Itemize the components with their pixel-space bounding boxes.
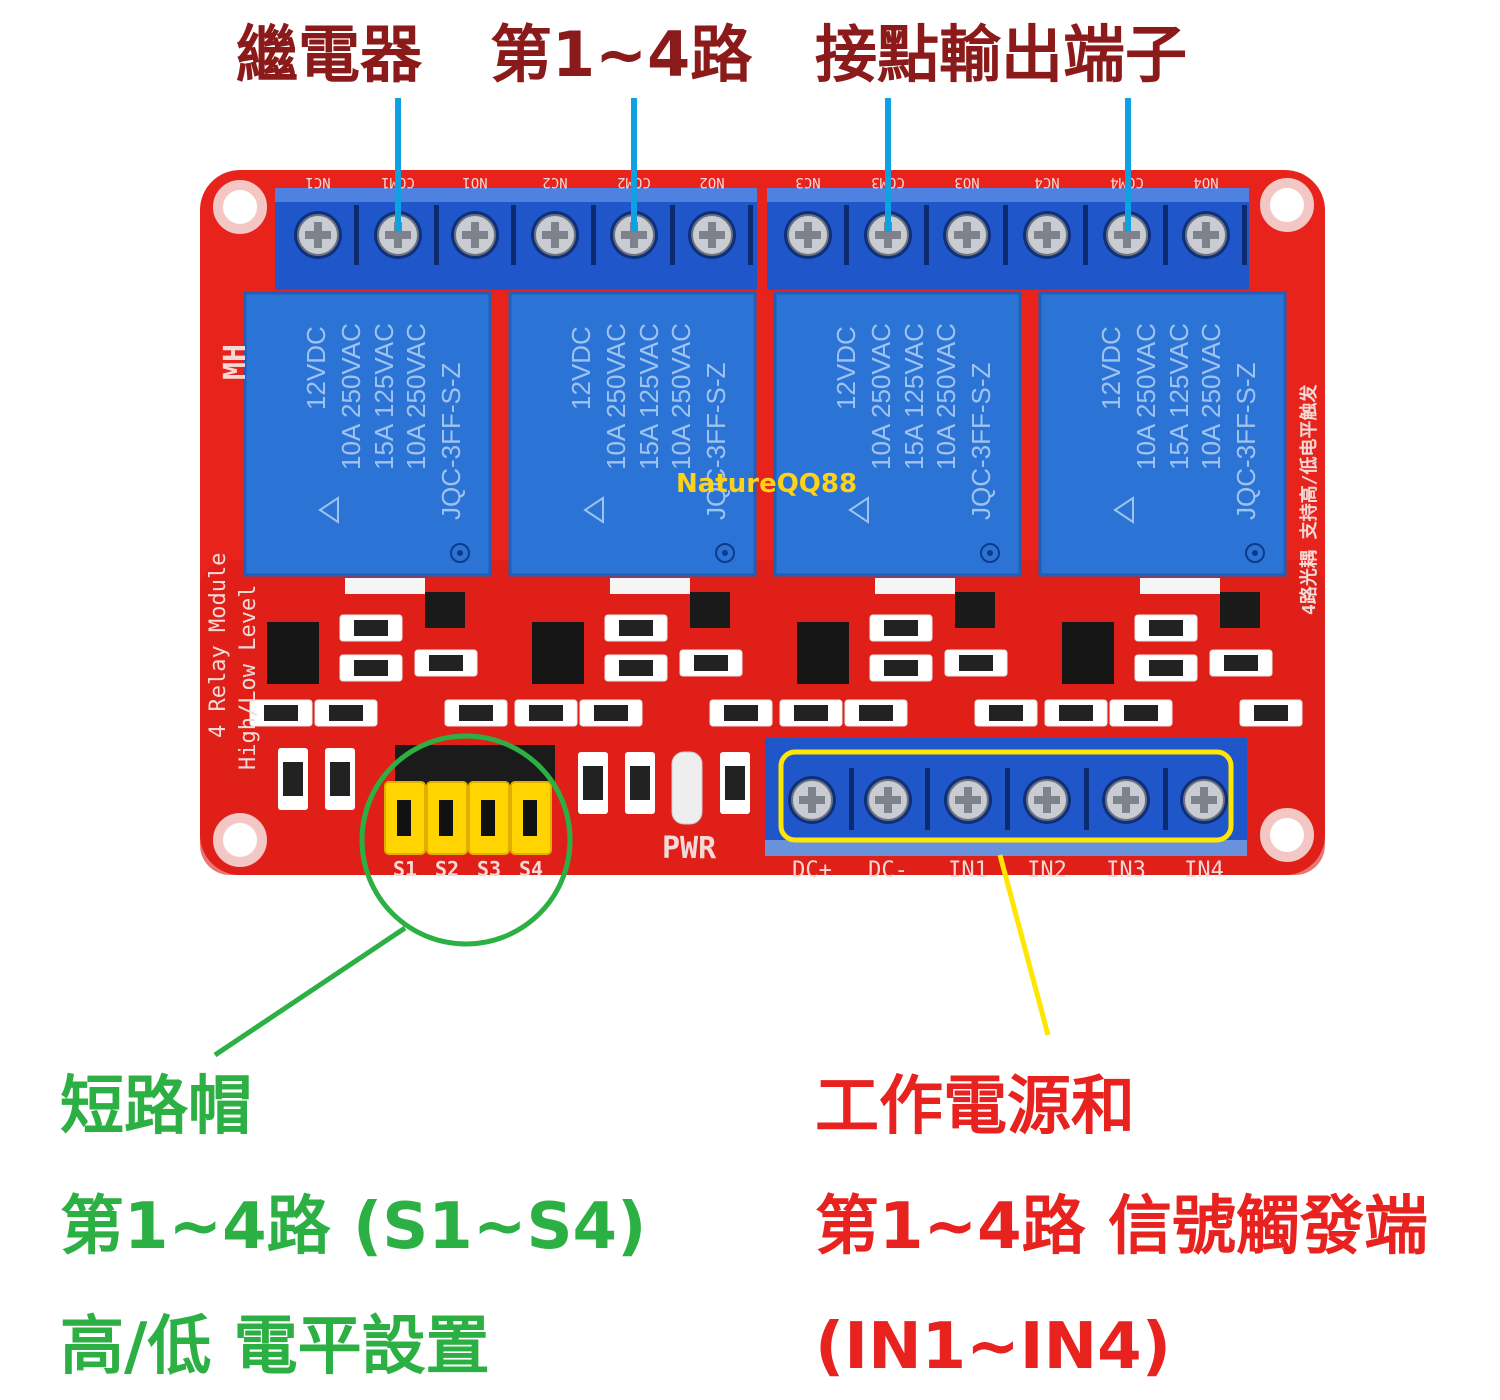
output-screw-no4[interactable]: [1182, 211, 1230, 259]
relay-rating1: 10A 250VAC: [601, 323, 631, 470]
relay-rating3: 10A 250VAC: [1196, 323, 1226, 470]
output-screw-no1[interactable]: [451, 211, 499, 259]
relay-rating1: 10A 250VAC: [1131, 323, 1161, 470]
output-screw-com3[interactable]: [864, 211, 912, 259]
output-terminal-label: NC2: [542, 174, 567, 190]
jumper-s2[interactable]: S2: [426, 781, 468, 881]
output-terminal-label: NO3: [954, 174, 979, 190]
relay-rating2: 15A 125VAC: [899, 323, 929, 470]
output-terminal-label: NO4: [1193, 174, 1218, 190]
input-screw-in2[interactable]: [1023, 776, 1071, 824]
relay-model: JQC-3FF-S-Z: [701, 362, 731, 520]
jumper-label: S4: [519, 857, 543, 881]
output-terminal-label: NC4: [1034, 174, 1059, 190]
relay-rating3: 10A 250VAC: [401, 323, 431, 470]
input-label-2: 第1~4路 信號觸發端: [815, 1190, 1428, 1264]
input-terminal-screws: DC+ DC- IN1 IN2 IN3 IN4: [788, 768, 1228, 883]
jumper-s3[interactable]: S3: [468, 781, 510, 881]
output-screw-nc1[interactable]: [294, 211, 342, 259]
jumper-pointer-line: [213, 925, 407, 1058]
input-terminal-label: IN4: [1184, 858, 1224, 883]
relay-rating1: 10A 250VAC: [866, 323, 896, 470]
jumper-label: S3: [477, 857, 501, 881]
output-screw-nc3[interactable]: [784, 211, 832, 259]
smd-components: [249, 578, 1303, 825]
output-screw-com4[interactable]: [1103, 211, 1151, 259]
relay-model: JQC-3FF-S-Z: [436, 362, 466, 520]
relay-model: JQC-3FF-S-Z: [1231, 362, 1261, 520]
output-terminal-label: NC3: [795, 174, 820, 190]
title-channels: 第1~4路: [490, 18, 753, 91]
silk-trigger-note: 4路光耦 支持高/低电平触发: [1298, 383, 1320, 615]
output-pointer-lines: [395, 98, 1131, 232]
jumper-caps: S1 S2 S3 S4: [384, 781, 552, 881]
output-terminal-label: NC1: [305, 174, 330, 190]
output-screw-no2[interactable]: [688, 211, 736, 259]
silk-high-low-level: High/Low Level: [236, 585, 261, 770]
jumper-label: S1: [393, 857, 417, 881]
output-terminal-label: NO1: [462, 174, 487, 190]
input-label-3: (IN1~IN4): [815, 1310, 1171, 1384]
output-screw-com1[interactable]: [374, 211, 422, 259]
silk-4-relay-module: 4 Relay Module: [206, 553, 231, 738]
jumper-label: S2: [435, 857, 459, 881]
relay-voltage: 12VDC: [301, 326, 331, 410]
input-terminal-label: IN2: [1027, 858, 1067, 883]
output-screw-no3[interactable]: [943, 211, 991, 259]
relay-rating2: 15A 125VAC: [634, 323, 664, 470]
input-screw-dcplus[interactable]: [788, 776, 836, 824]
relay-rating3: 10A 250VAC: [931, 323, 961, 470]
jumper-s4[interactable]: S4: [510, 781, 552, 881]
input-screw-in4[interactable]: [1180, 776, 1228, 824]
mounting-holes: [213, 178, 1314, 867]
input-terminal-label: DC-: [868, 858, 908, 883]
input-screw-in3[interactable]: [1102, 776, 1150, 824]
output-screw-com2[interactable]: [610, 211, 658, 259]
watermark: NatureQQ88: [676, 469, 857, 499]
output-screw-nc4[interactable]: [1023, 211, 1071, 259]
input-screw-dcminus[interactable]: [864, 776, 912, 824]
title-contact-output: 接點輸出端子: [815, 18, 1187, 91]
output-terminal-label: NO2: [699, 174, 724, 190]
jumper-label-2: 第1~4路 (S1~S4): [60, 1190, 646, 1264]
input-pointer-line: [997, 854, 1051, 1036]
relay-voltage: 12VDC: [1096, 326, 1126, 410]
relay-rating3: 10A 250VAC: [666, 323, 696, 470]
pwr-label: PWR: [662, 831, 717, 866]
relay-voltage: 12VDC: [566, 326, 596, 410]
input-label-1: 工作電源和: [815, 1070, 1135, 1144]
relay-rating1: 10A 250VAC: [336, 323, 366, 470]
input-highlight-box: [778, 749, 1234, 843]
relay-rating2: 15A 125VAC: [1164, 323, 1194, 470]
jumper-label-1: 短路帽: [60, 1070, 252, 1144]
output-screw-nc2[interactable]: [531, 211, 579, 259]
input-terminal-label: IN1: [948, 858, 988, 883]
relay-model: JQC-3FF-S-Z: [966, 362, 996, 520]
relay-board: NC1COM1NO1NC2COM2NO2NC3COM3NO3NC4COM4NO4…: [200, 170, 1325, 883]
input-terminal-label: IN3: [1106, 858, 1146, 883]
jumper-highlight-circle: [359, 733, 573, 947]
jumper-s1[interactable]: S1: [384, 781, 426, 881]
title-relay: 繼電器: [236, 18, 423, 91]
relay-rating2: 15A 125VAC: [369, 323, 399, 470]
input-terminal-label: DC+: [792, 858, 832, 883]
relay-voltage: 12VDC: [831, 326, 861, 410]
logo-mh: MH: [218, 344, 253, 380]
jumper-label-3: 高/低 電平設置: [60, 1310, 490, 1384]
input-screw-in1[interactable]: [944, 776, 992, 824]
